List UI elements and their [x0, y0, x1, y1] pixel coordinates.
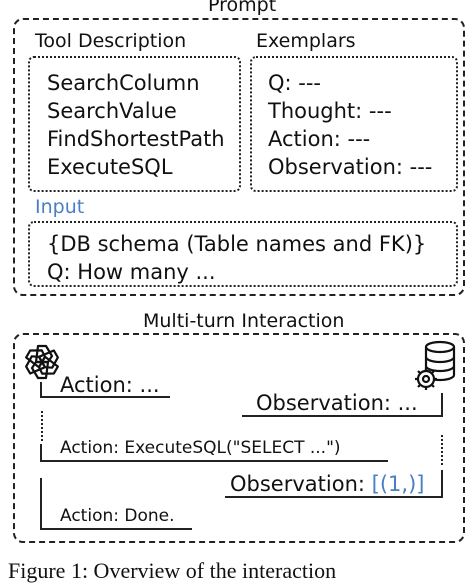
action1-underline: [40, 396, 170, 398]
observation1-underline: [242, 415, 443, 417]
tool-description-header: Tool Description: [35, 30, 187, 52]
input-header: Input: [35, 196, 85, 218]
llm-lifeline-mid: [40, 444, 42, 462]
observation1-label: Observation: ...: [256, 391, 418, 415]
db-lifeline-top: [441, 393, 443, 417]
interaction-title: Multi-turn Interaction: [143, 310, 345, 332]
llm-lifeline-bottom: [40, 478, 42, 530]
exemplars-box: [250, 56, 458, 192]
database-gear-icon: [415, 340, 456, 390]
db-lifeline-dotted: [441, 435, 443, 465]
action1-label: Action: ...: [60, 373, 160, 397]
action2-underline: [40, 460, 388, 462]
input-question-line: Q: How many ...: [47, 260, 216, 284]
tool-item: SearchColumn: [47, 71, 200, 95]
tool-item: FindShortestPath: [47, 127, 225, 151]
exemplar-item: Thought: ---: [268, 99, 392, 123]
action2-label: Action: ExecuteSQL("SELECT ..."): [60, 438, 341, 458]
tool-description-box: [28, 56, 241, 192]
input-schema-line: {DB schema (Table names and FK)}: [47, 232, 427, 256]
observation2-value: [(1,)]: [371, 472, 425, 496]
observation2-label: Observation: [(1,)]: [230, 471, 424, 497]
exemplar-item: Observation: ---: [268, 155, 433, 179]
exemplar-item: Action: ---: [268, 127, 371, 151]
prompt-title: Prompt: [208, 0, 277, 16]
db-lifeline-bottom: [441, 470, 443, 498]
prompt-panel: [13, 18, 465, 296]
llm-lifeline-top: [40, 382, 42, 398]
exemplar-item: Q: ---: [268, 71, 322, 95]
llm-lifeline-dotted: [41, 411, 43, 441]
observation2-text: Observation:: [230, 472, 372, 496]
input-box: [28, 221, 458, 287]
llm-logo-icon: [25, 344, 59, 380]
figure-caption: Figure 1: Overview of the interaction: [8, 558, 337, 583]
action3-underline: [40, 528, 192, 530]
interaction-panel: [13, 333, 465, 543]
action3-label: Action: Done.: [60, 506, 175, 526]
observation2-underline: [225, 496, 443, 498]
exemplars-header: Exemplars: [256, 30, 356, 52]
tool-item: SearchValue: [47, 99, 177, 123]
tool-item: ExecuteSQL: [47, 155, 173, 179]
